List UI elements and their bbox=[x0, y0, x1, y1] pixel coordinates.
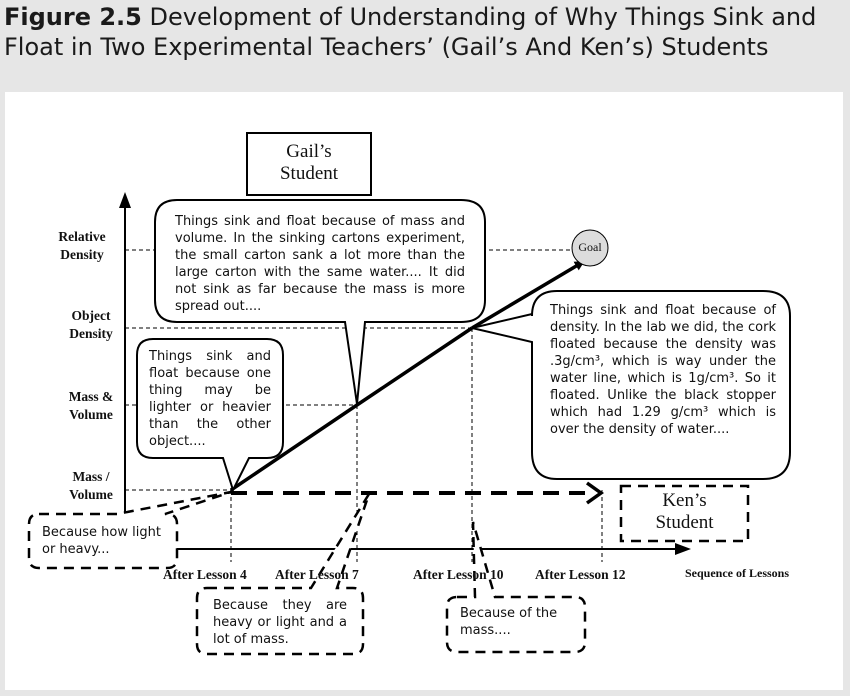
gail-lesson4-quote: Things sink and float because one thing … bbox=[149, 349, 271, 449]
goal-circle bbox=[571, 229, 609, 267]
diagram-svg bbox=[27, 132, 791, 656]
x-label-lesson12: After Lesson 12 bbox=[535, 567, 626, 582]
figure-label: Figure 2.5 bbox=[4, 3, 142, 31]
goal-label: Goal bbox=[578, 240, 602, 254]
gail-lesson10-quote: Things sink and float because of density… bbox=[550, 303, 776, 437]
level-mass-per-volume: Mass /Volume bbox=[69, 469, 113, 502]
gail-lesson7-quote: Things sink and float because of mass an… bbox=[175, 214, 465, 314]
x-label-lesson10: After Lesson 10 bbox=[413, 567, 504, 582]
x-axis-arrowhead bbox=[675, 543, 691, 555]
ken-lesson4-quote: Because how light or heavy... bbox=[42, 525, 161, 557]
level-mass-and-volume: Mass &Volume bbox=[68, 389, 114, 422]
ken-lesson7-bubble bbox=[195, 493, 371, 656]
figure-title: Development of Understanding of Why Thin… bbox=[4, 3, 817, 61]
x-label-lesson7: After Lesson 7 bbox=[275, 567, 359, 582]
ken-lesson4-bubble bbox=[27, 490, 232, 570]
gail-lesson4-bubble bbox=[136, 338, 284, 493]
ken-student-box bbox=[619, 484, 750, 543]
lesson-guides bbox=[230, 328, 603, 562]
gail-lesson7-bubble bbox=[154, 199, 486, 405]
ken-lesson7-quote: Because they are heavy or light and a lo… bbox=[213, 598, 347, 647]
gail-student-box bbox=[246, 132, 372, 196]
ken-lesson10-quote: Because of the mass.... bbox=[460, 606, 558, 638]
gail-progress-arrow bbox=[471, 260, 585, 330]
gail-lesson10-bubble bbox=[471, 290, 791, 480]
ken-progress-arrowhead bbox=[585, 481, 605, 505]
ken-lesson10-bubble bbox=[445, 521, 587, 654]
figure-caption: Figure 2.5 Development of Understanding … bbox=[4, 2, 849, 62]
x-label-lesson4: After Lesson 4 bbox=[163, 567, 247, 582]
x-axis-title: Sequence of Lessons bbox=[685, 566, 790, 580]
gail-progress-line bbox=[230, 326, 473, 492]
y-axis-arrowhead bbox=[119, 192, 131, 208]
